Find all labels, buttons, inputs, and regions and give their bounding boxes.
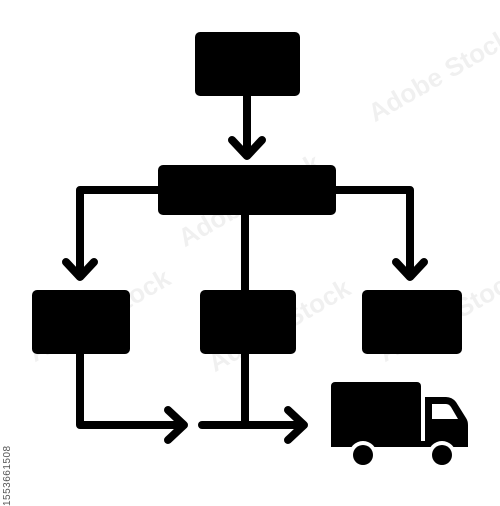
middle-box — [158, 165, 336, 215]
arrow-left-branch — [62, 186, 162, 281]
bottom-box-right — [362, 290, 462, 354]
arrow-left-to-right — [76, 350, 188, 444]
truck-icon — [331, 382, 468, 469]
top-box — [195, 32, 300, 96]
arrow-center-to-truck — [198, 350, 308, 444]
bottom-box-left — [32, 290, 130, 354]
arrow-down-center — [228, 92, 266, 160]
bottom-box-center — [200, 290, 296, 354]
arrow-right-branch — [332, 186, 428, 281]
stock-id-label: 1553661508 — [2, 445, 13, 506]
